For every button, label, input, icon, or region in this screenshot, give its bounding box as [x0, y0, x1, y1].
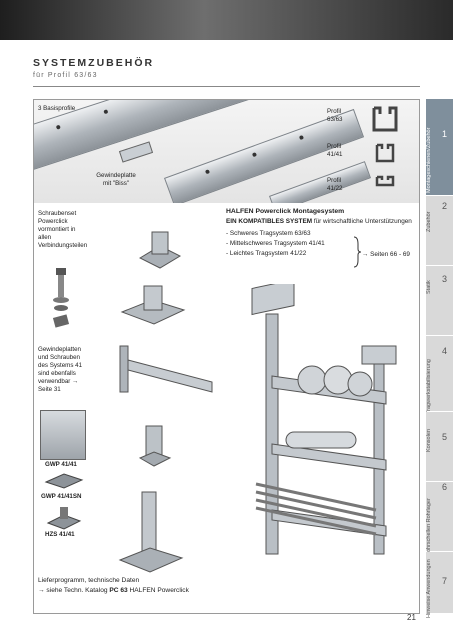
title-divider — [33, 86, 420, 87]
profile-label-4141: Profil 41/41 — [327, 143, 343, 158]
tab-3[interactable]: Statik 3 — [426, 266, 453, 336]
connector-bracket-image — [138, 231, 182, 269]
tab-2-number: 2 — [441, 201, 447, 211]
tab-6-label: Rohrschellen Rohrlager — [426, 498, 432, 556]
tab-7[interactable]: Hinweise Anwendungen 7 — [426, 552, 453, 618]
tab-4[interactable]: Tragwerkstabilisierung 4 — [426, 336, 453, 414]
tab-5-number: 5 — [441, 432, 447, 442]
page-subtitle: für Profil 63/63 — [33, 72, 98, 79]
schraubenset-note: Schraubenset Powerclick vormontiert in a… — [38, 210, 88, 249]
profile-label-6363: Profil 63/63 — [327, 108, 343, 123]
angle-connector-image — [138, 425, 172, 467]
tab-4-label: Tragwerkstabilisierung — [426, 359, 432, 414]
part-label-gwp4141sn: GWP 41/41SN — [41, 493, 82, 500]
info-item-3: - Leichtes Tragsystem 41/22 — [226, 249, 307, 257]
footer-note-catalog: PC 63 — [109, 587, 128, 594]
info-item-2: - Mittelschweres Tragsystem 41/41 — [226, 239, 325, 247]
tab-7-label: Hinweise Anwendungen — [426, 559, 432, 618]
tab-3-number: 3 — [441, 274, 447, 284]
tab-1-number: 1 — [441, 129, 447, 139]
page-number: 21 — [407, 613, 416, 622]
gwp-4141sn-image — [44, 473, 84, 489]
brace-icon — [353, 236, 362, 268]
chapter-tabs: Montageschienen/Zubehör 1 Zubehör 2 Stat… — [426, 99, 453, 618]
info-lead-rest: für wirtschaftliche Unterstützungen — [312, 218, 412, 225]
gewindeplatte-label: Gewindeplatte mit "Biss" — [96, 172, 136, 187]
footer-note-prefix: → siehe Techn. Katalog — [38, 587, 110, 594]
tab-5-label: Konsolen — [426, 429, 432, 452]
post-base-image — [118, 491, 184, 573]
page-title: SYSTEMZUBEHÖR — [33, 57, 155, 69]
basisprofile-label: 3 Basisprofile — [38, 105, 76, 112]
info-box: HALFEN Powerclick Montagesystem EIN KOMP… — [226, 207, 414, 259]
tab-4-number: 4 — [441, 346, 447, 356]
content-frame — [33, 99, 420, 614]
gwp-4141-image — [40, 410, 86, 460]
part-label-gwp4141: GWP 41/41 — [45, 461, 77, 468]
part-label-hzs4141: HZS 41/41 — [45, 531, 75, 538]
info-reference: → Seiten 66 - 69 — [362, 251, 410, 258]
rail-22-image — [269, 161, 372, 203]
tab-6-number: 6 — [441, 482, 447, 492]
profiles-illustration — [34, 100, 419, 203]
tab-1[interactable]: Montageschienen/Zubehör 1 — [426, 99, 453, 196]
gewindeplatten-note: Gewindeplatten und Schrauben des Systems… — [38, 346, 83, 393]
tab-2[interactable]: Zubehör 2 — [426, 196, 453, 266]
profile-label-4122: Profil 41/22 — [327, 177, 343, 192]
info-heading: HALFEN Powerclick Montagesystem — [226, 208, 345, 215]
assembly-illustration — [251, 284, 397, 555]
footer-note-suffix: HALFEN Powerclick — [127, 587, 189, 594]
info-item-1: - Schweres Tragsystem 63/63 — [226, 229, 311, 237]
cantilever-arm-image — [119, 345, 213, 393]
info-lead: EIN KOMPATIBLES SYSTEM für wirtschaftlic… — [226, 218, 414, 227]
tab-7-number: 7 — [441, 576, 447, 586]
base-plate-connector-image — [120, 285, 186, 325]
profile-section-6363-icon — [372, 106, 398, 132]
hzs-4141-image — [46, 507, 82, 530]
bolt-set-image — [52, 268, 70, 328]
footer-note-line2: → siehe Techn. Katalog PC 63 HALFEN Powe… — [38, 587, 189, 595]
header-bar — [0, 0, 453, 40]
footer-note-line1: Lieferprogramm, technische Daten — [38, 577, 140, 584]
tab-3-label: Statik — [426, 280, 432, 294]
profile-section-4141-icon — [375, 143, 395, 163]
tab-5[interactable]: Konsolen 5 — [426, 412, 453, 482]
profile-section-4122-icon — [375, 175, 395, 187]
tab-1-label: Montageschienen/Zubehör — [426, 127, 432, 193]
threaded-plate-image — [118, 141, 154, 163]
tab-6[interactable]: Rohrschellen Rohrlager 6 — [426, 482, 453, 556]
info-lead-bold: EIN KOMPATIBLES SYSTEM — [226, 218, 313, 225]
tab-2-label: Zubehör — [426, 211, 432, 233]
